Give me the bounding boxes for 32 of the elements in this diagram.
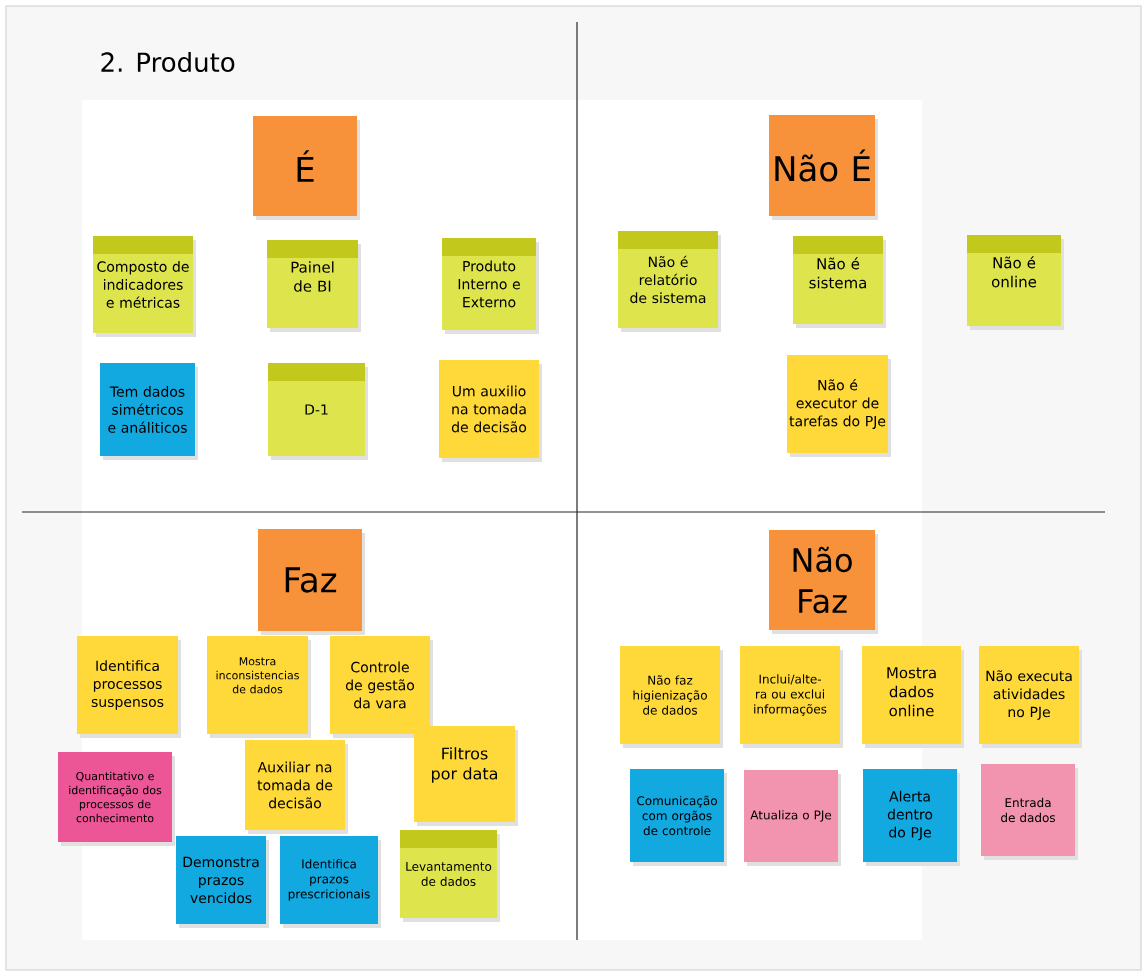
sticky-note: Não é relatório de sistema (618, 231, 721, 332)
sticky-note: Auxiliar na tomada de decisão (245, 740, 348, 834)
sticky-note: Não É (769, 115, 878, 220)
sticky-note: Não faz higienização de dados (620, 646, 723, 748)
sticky-note: Quantitativo e identificação dos processos de conhecimento (58, 752, 175, 846)
sticky-note: Não é executor de tarefas do PJe (787, 355, 891, 457)
sticky-note: Comunicação com orgãos de controle (630, 769, 727, 866)
sticky-note: Não é sistema (793, 236, 886, 328)
sticky-note: Identifica processos suspensos (77, 636, 181, 738)
sticky-note: Levantamento de dados (400, 830, 500, 922)
sticky-note: Não executa atividades no PJe (979, 646, 1082, 748)
sticky-note: Produto Interno e Externo (442, 238, 539, 334)
sticky-note: Não Faz (769, 530, 878, 634)
sticky-note: Demonstra prazos vencidos (176, 836, 269, 928)
sticky-note: Inclui/alte-ra ou exclui informações (740, 646, 843, 748)
sticky-note: Controle de gestão da vara (330, 636, 433, 738)
sticky-note: Entrada de dados (981, 764, 1078, 860)
sticky-note: Identifica prazos prescricionais (280, 836, 381, 928)
sticky-note: Mostra inconsistencias de dados (207, 636, 311, 738)
sticky-note: Filtros por data (414, 726, 518, 826)
sticky-note: Painel de BI (267, 240, 361, 332)
sticky-note: Alerta dentro do PJe (863, 769, 960, 866)
sticky-note: Faz (258, 529, 365, 635)
sticky-note: Composto de indicadores e métricas (93, 236, 196, 337)
sticky-note: D-1 (268, 363, 368, 460)
sticky-note: É (253, 116, 360, 220)
sticky-note: Um auxilio na tomada de decisão (439, 360, 542, 462)
title: 2. Produto (101, 51, 235, 73)
sticky-note: Não é online (967, 235, 1064, 330)
sticky-note: Mostra dados online (862, 646, 964, 748)
sticky-note: Tem dados simétricos e análiticos (100, 363, 198, 460)
sticky-note: Atualiza o PJe (744, 770, 841, 866)
